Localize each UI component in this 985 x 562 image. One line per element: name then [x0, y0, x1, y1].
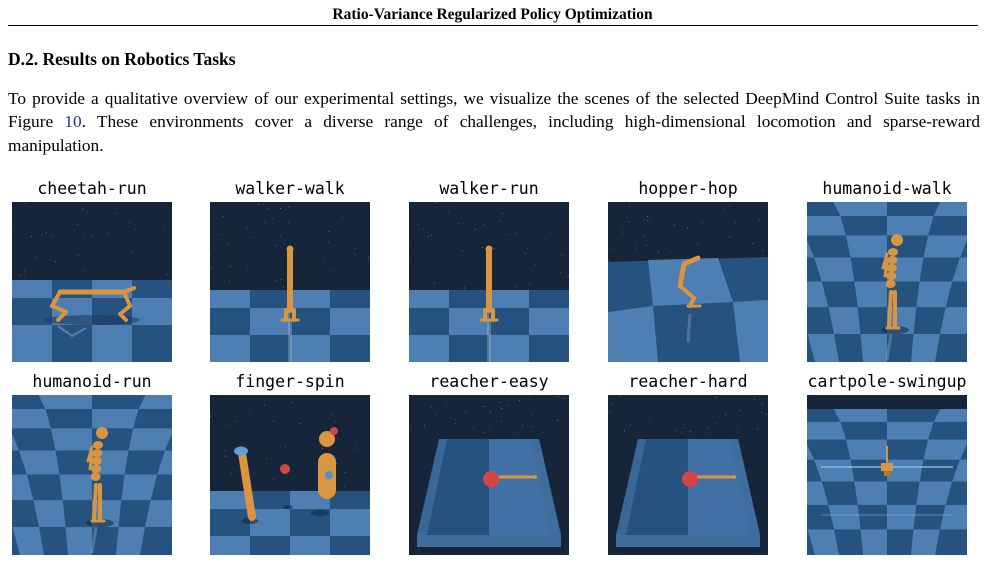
section-title: D.2. Results on Robotics Tasks: [8, 49, 236, 69]
paragraph-text-start: To provide a qualitative overview of our…: [8, 89, 980, 132]
scene-image: [608, 202, 768, 362]
scene-image: [807, 202, 967, 362]
panel-label: humanoid-walk: [822, 179, 952, 198]
scene-image: [12, 202, 172, 362]
panel-label: finger-spin: [235, 372, 345, 391]
scene-image: [210, 395, 370, 555]
paragraph-text-end: . These environments cover a diverse ran…: [8, 112, 980, 155]
scene-image: [409, 202, 569, 362]
body-paragraph: To provide a qualitative overview of our…: [8, 87, 980, 157]
running-head: Ratio-Variance Regularized Policy Optimi…: [332, 6, 653, 23]
panel-label: reacher-hard: [628, 372, 748, 391]
panel-label: hopper-hop: [638, 179, 738, 198]
scene-image: [12, 395, 172, 555]
figure-ref-link[interactable]: 10: [64, 112, 82, 132]
panel-label: walker-walk: [235, 179, 345, 198]
panel-label: humanoid-run: [32, 372, 152, 391]
panel-label: walker-run: [439, 179, 539, 198]
scene-image: [807, 395, 967, 555]
panel-label: reacher-easy: [429, 372, 549, 391]
panel-label: cheetah-run: [37, 179, 147, 198]
header-rule: [8, 25, 978, 26]
panel-label: cartpole-swingup: [807, 372, 967, 391]
scene-image: [210, 202, 370, 362]
scene-image: [409, 395, 569, 555]
scene-image: [608, 395, 768, 555]
